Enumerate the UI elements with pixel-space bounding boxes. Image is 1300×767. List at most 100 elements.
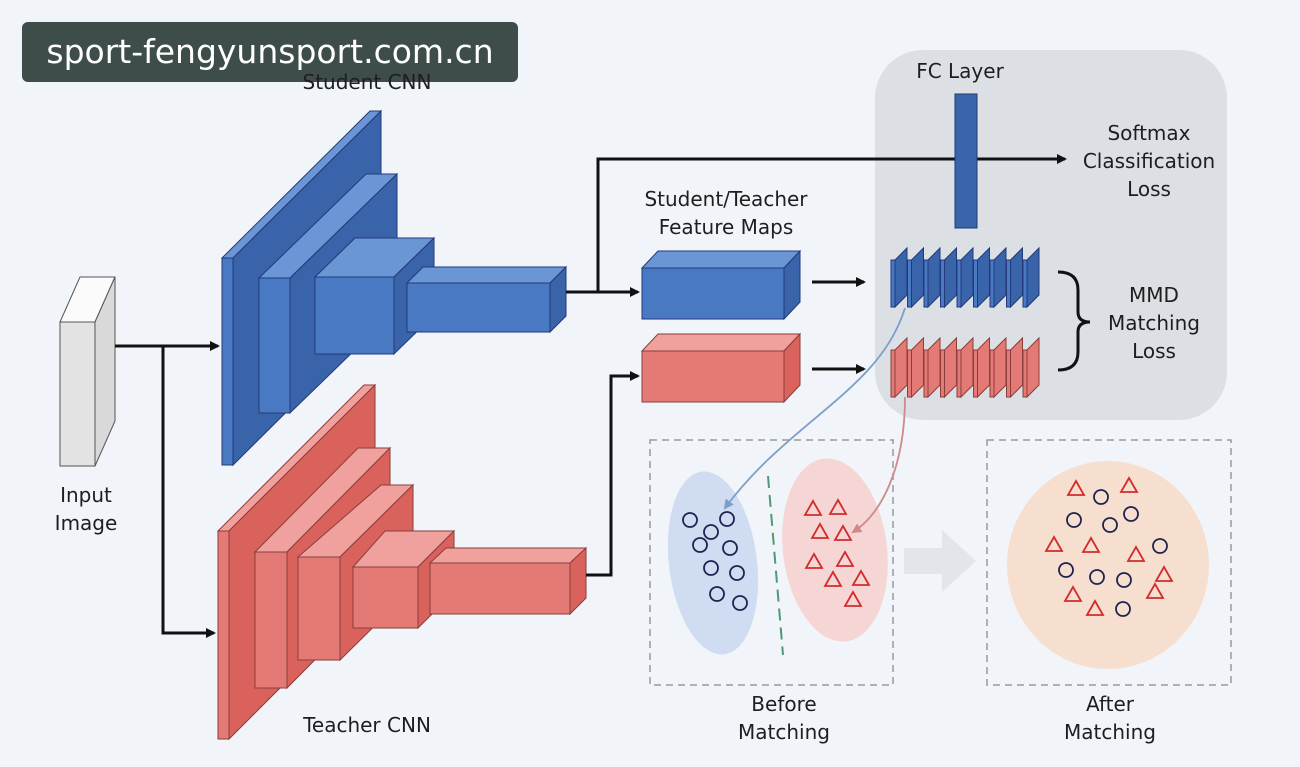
- triangle-point: [843, 590, 863, 607]
- feature-maps-label: Student/Teacher Feature Maps: [616, 185, 836, 241]
- student-cluster: [667, 471, 759, 655]
- triangle-point: [835, 550, 855, 567]
- triangle-point: [1044, 535, 1064, 552]
- teacher-cluster: [782, 458, 888, 642]
- feature-slab-edge: [890, 349, 896, 398]
- feature-slab-edge: [973, 259, 978, 308]
- circle-point: [1116, 572, 1132, 588]
- softmax-line3: Loss: [1127, 177, 1171, 201]
- feature-slab-edge: [1006, 349, 1011, 398]
- circle-point: [1115, 601, 1131, 617]
- input-label-line1: Input: [60, 483, 112, 507]
- circle-point: [709, 586, 725, 602]
- before-student-points: [682, 511, 748, 611]
- input-image-label: Input Image: [36, 481, 136, 537]
- mmd-line2: Matching: [1108, 311, 1200, 335]
- feature-slab-edge: [956, 259, 962, 308]
- triangle-point: [810, 522, 830, 539]
- after-matching-label: After Matching: [1040, 690, 1180, 746]
- feature-maps-line1: Student/Teacher: [644, 187, 808, 211]
- circle-point: [703, 560, 719, 576]
- triangle-point: [823, 570, 843, 587]
- circle-point: [1066, 512, 1082, 528]
- teacher-feature-stack: [890, 336, 1040, 399]
- feature-slab-edge: [907, 349, 912, 398]
- triangle-point: [804, 552, 824, 569]
- input-arrows: [115, 341, 220, 638]
- mmd-loss-label: MMD Matching Loss: [1094, 281, 1214, 365]
- softmax-line1: Softmax: [1107, 121, 1191, 145]
- feature-slab-edge: [956, 349, 962, 398]
- input-label-line2: Image: [54, 511, 118, 535]
- mmd-brace: [1057, 270, 1091, 372]
- before-teacher-points: [803, 498, 871, 607]
- mmd-line1: MMD: [1129, 283, 1179, 307]
- feature-slab-edge: [1022, 259, 1028, 308]
- triangle-point: [1066, 479, 1086, 496]
- circle-point: [1058, 562, 1074, 578]
- circle-point: [682, 512, 698, 528]
- feature-maps-line2: Feature Maps: [658, 215, 794, 239]
- circle-point: [732, 595, 748, 611]
- after-mixed-points: [1044, 476, 1174, 617]
- student-sample-arrow: [723, 307, 906, 510]
- student-cnn-text: Student CNN: [302, 70, 432, 94]
- after-line1: After: [1085, 692, 1135, 716]
- mmd-line3: Loss: [1132, 339, 1176, 363]
- feature-slab-edge: [1022, 349, 1028, 398]
- feature-slab-edge: [923, 349, 929, 398]
- triangle-point: [833, 524, 853, 541]
- teacher-output-arrows: [586, 371, 640, 577]
- teacher-feature-map: [640, 332, 802, 404]
- feature-slab-edge: [989, 259, 995, 308]
- triangle-point: [828, 498, 848, 515]
- feature-slab-edge: [940, 259, 945, 308]
- before-line1: Before: [751, 692, 817, 716]
- triangle-point: [1154, 565, 1174, 582]
- softmax-line2: Classification: [1082, 149, 1216, 173]
- feature-slab-edge: [989, 349, 995, 398]
- feature-slab-edge: [890, 259, 896, 308]
- teacher-cnn-label: Teacher CNN: [277, 711, 457, 739]
- circle-point: [1093, 489, 1109, 505]
- feature-slab-edge: [923, 259, 929, 308]
- triangle-point: [1081, 536, 1101, 553]
- input-image-slab: [59, 276, 116, 467]
- triangle-point: [1085, 599, 1105, 616]
- circle-point: [722, 540, 738, 556]
- circle-point: [1102, 517, 1118, 533]
- student-feature-stack: [890, 246, 1040, 309]
- fc-layer-label: FC Layer: [900, 57, 1020, 85]
- circle-point: [719, 511, 735, 527]
- stack-arrows: [812, 277, 866, 374]
- before-matching-label: Before Matching: [714, 690, 854, 746]
- triangle-point: [1063, 585, 1083, 602]
- circle-point: [1123, 506, 1139, 522]
- student-cnn-blocks: [220, 109, 568, 467]
- triangle-point: [803, 499, 823, 516]
- feature-slab-edge: [973, 349, 978, 398]
- transition-arrow: [904, 530, 976, 592]
- before-line2: Matching: [738, 720, 830, 744]
- feature-slab-edge: [907, 259, 912, 308]
- circle-point: [1152, 538, 1168, 554]
- fc-layer-bar: [954, 93, 978, 229]
- circle-point: [703, 524, 719, 540]
- fc-layer-text: FC Layer: [916, 59, 1004, 83]
- triangle-point: [1119, 476, 1139, 493]
- student-output-arrows: [566, 154, 1067, 297]
- triangle-point: [1145, 582, 1165, 599]
- circle-point: [1089, 569, 1105, 585]
- merged-cluster: [1007, 461, 1209, 669]
- teacher-sample-arrow: [851, 396, 906, 534]
- feature-slab-edge: [1006, 259, 1011, 308]
- triangle-point: [1126, 545, 1146, 562]
- feature-slab-edge: [940, 349, 945, 398]
- circle-point: [692, 537, 708, 553]
- after-matching-panel: [986, 439, 1232, 686]
- before-matching-panel: [649, 439, 894, 686]
- teacher-cnn-blocks: [216, 383, 588, 741]
- after-line2: Matching: [1064, 720, 1156, 744]
